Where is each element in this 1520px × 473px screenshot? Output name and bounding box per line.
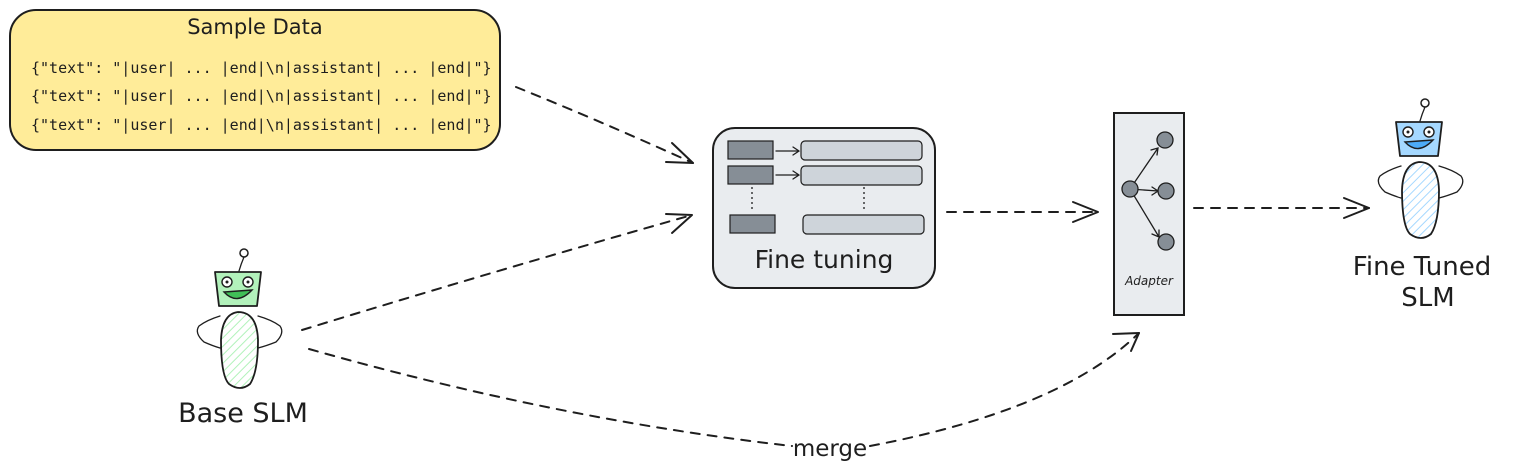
sample-data-box-frame [9,9,501,151]
adapter-node-3 [1157,233,1175,251]
arrow-fine-tuning-to-adapter [946,201,1099,223]
arrow-base-to-adapter-merge [308,332,1140,447]
adapter-box: Adapter [1113,112,1185,316]
adapter-node-source [1121,180,1139,198]
base-slm-robot-icon [196,248,283,389]
arrow-base-to-fine-tuning [301,213,693,331]
base-slm-label: Base SLM [178,398,308,429]
input-block-1 [727,140,774,160]
adapter-label: Adapter [1124,274,1174,288]
sample-data-line-1: {"text": "|user| ... |end|\n|assistant| … [31,59,492,77]
arrow-sample-to-fine-tuning [515,86,694,164]
sample-data-line-2: {"text": "|user| ... |end|\n|assistant| … [31,87,492,105]
adapter-node-2 [1157,182,1175,200]
mini-arrow-1 [775,146,801,156]
fine-tuned-slm-label-line-2: SLM [1401,283,1454,313]
sample-data-box: Sample Data {"text": "|user| ... |end|\n… [9,9,501,151]
adapter-node-1 [1156,131,1174,149]
input-block-2 [727,165,774,185]
sample-data-title: Sample Data [187,15,323,39]
fine-tuning-label: Fine tuning [755,245,894,274]
input-block-3 [729,214,776,234]
fine-tuned-slm-label-line-1: Fine Tuned [1353,252,1491,282]
fine-tuned-slm-robot-icon [1377,98,1464,239]
arrow-adapter-to-fine-tuned-slm [1193,197,1370,219]
sample-data-line-3: {"text": "|user| ... |end|\n|assistant| … [31,116,492,134]
output-bar-3 [802,214,925,235]
output-bar-1 [800,140,923,161]
merge-label: merge [793,436,867,462]
adapter-box-frame [1113,112,1185,316]
output-bar-2 [800,165,923,186]
mini-arrow-2 [775,170,801,180]
fine-tuning-box: Fine tuning [712,127,936,289]
